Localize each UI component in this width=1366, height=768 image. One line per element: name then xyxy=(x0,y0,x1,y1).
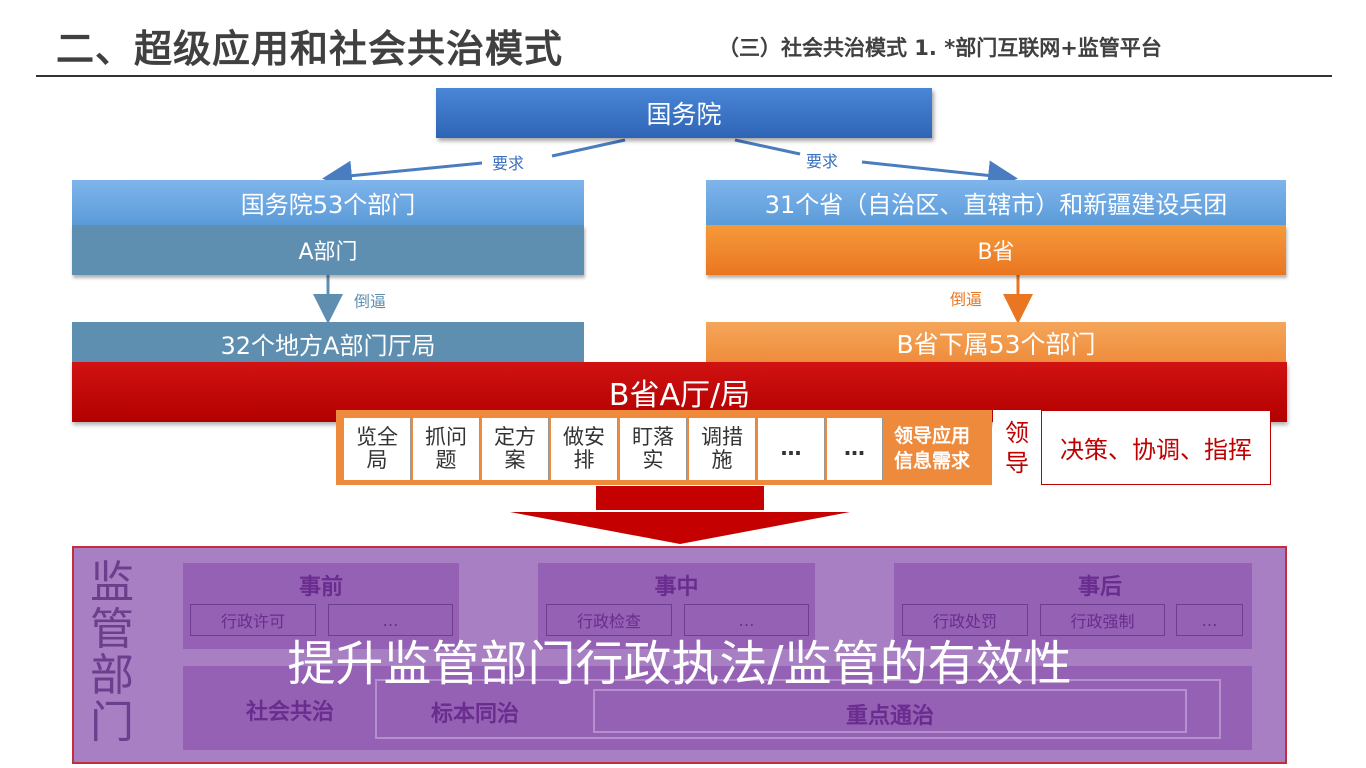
decision-box: 决策、协调、指挥 xyxy=(1041,410,1271,485)
need-item: 定方案 xyxy=(482,418,549,480)
down-arrow-icon xyxy=(510,486,850,544)
state-council-box: 国务院 xyxy=(436,88,932,138)
governance-frame-inner xyxy=(593,689,1187,733)
b-province-sub-departments: B省下属53个部门 xyxy=(706,322,1286,364)
leader-needs-strip: 览全局 抓问题 定方案 做安排 盯落实 调措施 … … 领导应用信息需求 xyxy=(336,410,992,485)
page-title: 二、超级应用和社会共治模式 xyxy=(56,27,564,71)
require-label-right: 要求 xyxy=(806,152,839,171)
need-item: 抓问题 xyxy=(413,418,480,480)
chip-admin-inspection: 行政检查 xyxy=(546,604,672,636)
chip-admin-penalty: 行政处罚 xyxy=(902,604,1028,636)
a-department: A部门 xyxy=(72,225,584,275)
chip-more: … xyxy=(684,604,809,636)
phase-after-title: 事后 xyxy=(1077,575,1122,600)
regulator-vertical-title: 监管部门 xyxy=(90,557,134,748)
key-governance-label: 重点通治 xyxy=(845,704,934,729)
force-label-right: 倒逼 xyxy=(950,290,983,309)
state-council-departments: 国务院53个部门 xyxy=(72,180,584,225)
arrow-require-right xyxy=(734,138,801,156)
phase-after xyxy=(894,563,1252,649)
arrow-require-left-head xyxy=(322,160,483,191)
need-item: 盯落实 xyxy=(620,418,687,480)
need-item: … xyxy=(758,418,825,480)
b-province: B省 xyxy=(706,225,1286,275)
phase-during xyxy=(538,563,815,649)
phase-before xyxy=(183,563,459,649)
arrow-require-left xyxy=(551,138,626,158)
need-item: … xyxy=(827,418,883,480)
chip-more: … xyxy=(1176,604,1243,636)
overlay-headline: 提升监管部门行政执法/监管的有效性 xyxy=(287,636,1072,692)
page-subtitle: （三）社会共治模式 1. *部门互联网+监管平台 xyxy=(718,36,1162,60)
leader-needs-label: 领导应用信息需求 xyxy=(893,425,970,472)
leader-label: 领导 xyxy=(993,410,1041,485)
chip-admin-license: 行政许可 xyxy=(190,604,316,636)
chip-more: … xyxy=(328,604,453,636)
header-divider xyxy=(36,75,1332,77)
need-item: 做安排 xyxy=(551,418,618,480)
root-branch-governance-label: 标本同治 xyxy=(430,702,519,727)
phase-during-title: 事中 xyxy=(654,575,699,600)
local-a-offices: 32个地方A部门厅局 xyxy=(72,322,584,364)
phase-before-title: 事前 xyxy=(298,575,343,600)
force-label-left: 倒逼 xyxy=(354,292,387,311)
need-item: 览全局 xyxy=(344,418,411,480)
require-label-left: 要求 xyxy=(492,154,525,173)
governance-frame-outer xyxy=(375,679,1221,739)
need-item: 调措施 xyxy=(689,418,756,480)
social-cogovernance-label: 社会共治 xyxy=(245,700,334,725)
chip-admin-enforcement: 行政强制 xyxy=(1040,604,1165,636)
arrow-require-right-head xyxy=(861,160,1018,191)
provinces-box: 31个省（自治区、直辖市）和新疆建设兵团 xyxy=(706,180,1286,225)
